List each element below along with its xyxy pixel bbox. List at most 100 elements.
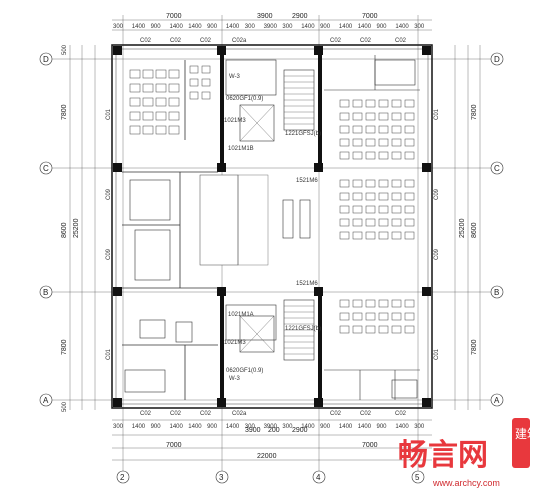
watermark: 畅言网 建筑 www.archcy.com [398, 418, 539, 488]
window-codes-side: C01 C09 C09 C01 C01 C09 C09 C01 [106, 108, 440, 360]
desk [352, 192, 363, 201]
desk [378, 112, 389, 121]
desk [404, 218, 415, 227]
dim-bottom-total: 22000 [257, 453, 277, 460]
desk [339, 299, 350, 308]
desk [391, 231, 402, 240]
desk [142, 111, 154, 121]
desk [378, 179, 389, 188]
watermark-url: www.archcy.com [432, 478, 500, 488]
desk [378, 218, 389, 227]
axis-label-b-left: B [43, 288, 48, 297]
window-code-top-6: C02 [360, 38, 372, 44]
desk [339, 151, 350, 160]
desk [339, 99, 350, 108]
window-codes-bottom: C02 C02 C02 C02a C02 C02 C02 [140, 411, 407, 417]
desk [391, 179, 402, 188]
desk [365, 192, 376, 201]
door-code-upper-5: 1521M6 [296, 178, 318, 184]
dim-top-overall-1: 7000 [166, 13, 182, 20]
desk [404, 99, 415, 108]
dim-bottom-segment-7: 1400 [226, 424, 240, 430]
desk [365, 112, 376, 121]
desk [339, 112, 350, 121]
desk [391, 325, 402, 334]
axis-label-d-left: D [43, 55, 49, 64]
desk [404, 138, 415, 147]
desk [391, 192, 402, 201]
desk [129, 111, 141, 121]
door-code-lower-3: 1221GFSJ(b) [285, 326, 321, 332]
dim-top-segment-14: 1400 [358, 24, 372, 30]
grid-axis-letters: D D C C B B A A [39, 52, 504, 407]
desk [189, 78, 199, 87]
dim-bottom-segment-10: 300 [282, 424, 293, 430]
desk [391, 312, 402, 321]
dim-bottom-segment-1: 300 [113, 424, 124, 430]
window-code-left-2: C09 [106, 188, 112, 200]
window-code-bottom-5: C02 [330, 411, 342, 417]
desk [365, 99, 376, 108]
dim-top-overall-2: 3900 [257, 13, 273, 20]
window-code-bottom-7: C02 [395, 411, 407, 417]
dim-bottom-segment-14: 1400 [358, 424, 372, 430]
desk [142, 83, 154, 93]
desk [378, 299, 389, 308]
desk [365, 325, 376, 334]
desk [365, 138, 376, 147]
workstation-desks [129, 65, 415, 334]
dim-top-segment-5: 1400 [188, 24, 202, 30]
desk [339, 312, 350, 321]
desk [352, 325, 363, 334]
window-code-right-1: C01 [434, 108, 440, 120]
desk [201, 91, 211, 100]
window-code-top-1: C02 [140, 38, 152, 44]
desk [142, 125, 154, 135]
window-code-right-3: C09 [434, 248, 440, 260]
desk [404, 112, 415, 121]
dim-top-segment-6: 900 [207, 24, 218, 30]
desk [391, 218, 402, 227]
dim-right-2: 8600 [471, 222, 478, 238]
door-code-upper-4: 1221GFSJ(b) [285, 131, 321, 137]
door-code-lower-1: 1521M6 [296, 281, 318, 287]
dim-left-1: 7800 [61, 104, 68, 120]
desk [378, 125, 389, 134]
desk [201, 65, 211, 74]
desk [365, 205, 376, 214]
desk [352, 312, 363, 321]
axis-label-5: 5 [415, 473, 420, 482]
desk [404, 125, 415, 134]
window-code-top-5: C02 [330, 38, 342, 44]
desk [168, 69, 180, 79]
desk [155, 83, 167, 93]
axis-label-d-right: D [494, 55, 500, 64]
desk [339, 325, 350, 334]
dim-bottom-segment-13: 1400 [339, 424, 353, 430]
desk [391, 205, 402, 214]
desk [378, 205, 389, 214]
desk [365, 151, 376, 160]
dim-bottom-segment-2: 1400 [132, 424, 146, 430]
desk [129, 83, 141, 93]
desk [404, 205, 415, 214]
window-codes-top: C02 C02 C02 C02a C02 C02 C02 [140, 38, 407, 44]
dim-top-overall-4: 7000 [362, 13, 378, 20]
axis-label-b-right: B [494, 288, 499, 297]
axis-label-a-right: A [494, 396, 500, 405]
dim-top-segment-8: 300 [245, 24, 256, 30]
desk [339, 218, 350, 227]
window-code-bottom-4: C02a [232, 411, 247, 417]
dim-right-1: 7800 [471, 104, 478, 120]
window-code-top-3: C02 [200, 38, 212, 44]
desk [168, 97, 180, 107]
desk [352, 231, 363, 240]
dim-bottom-segment-12: 900 [320, 424, 331, 430]
window-code-top-4: C02a [232, 38, 247, 44]
dim-bottom-segment-17: 300 [414, 424, 425, 430]
dim-top-overall-3: 2900 [292, 13, 308, 20]
dim-top-segment-7: 1400 [226, 24, 240, 30]
desk [339, 192, 350, 201]
dim-top-segment-4: 1400 [170, 24, 184, 30]
